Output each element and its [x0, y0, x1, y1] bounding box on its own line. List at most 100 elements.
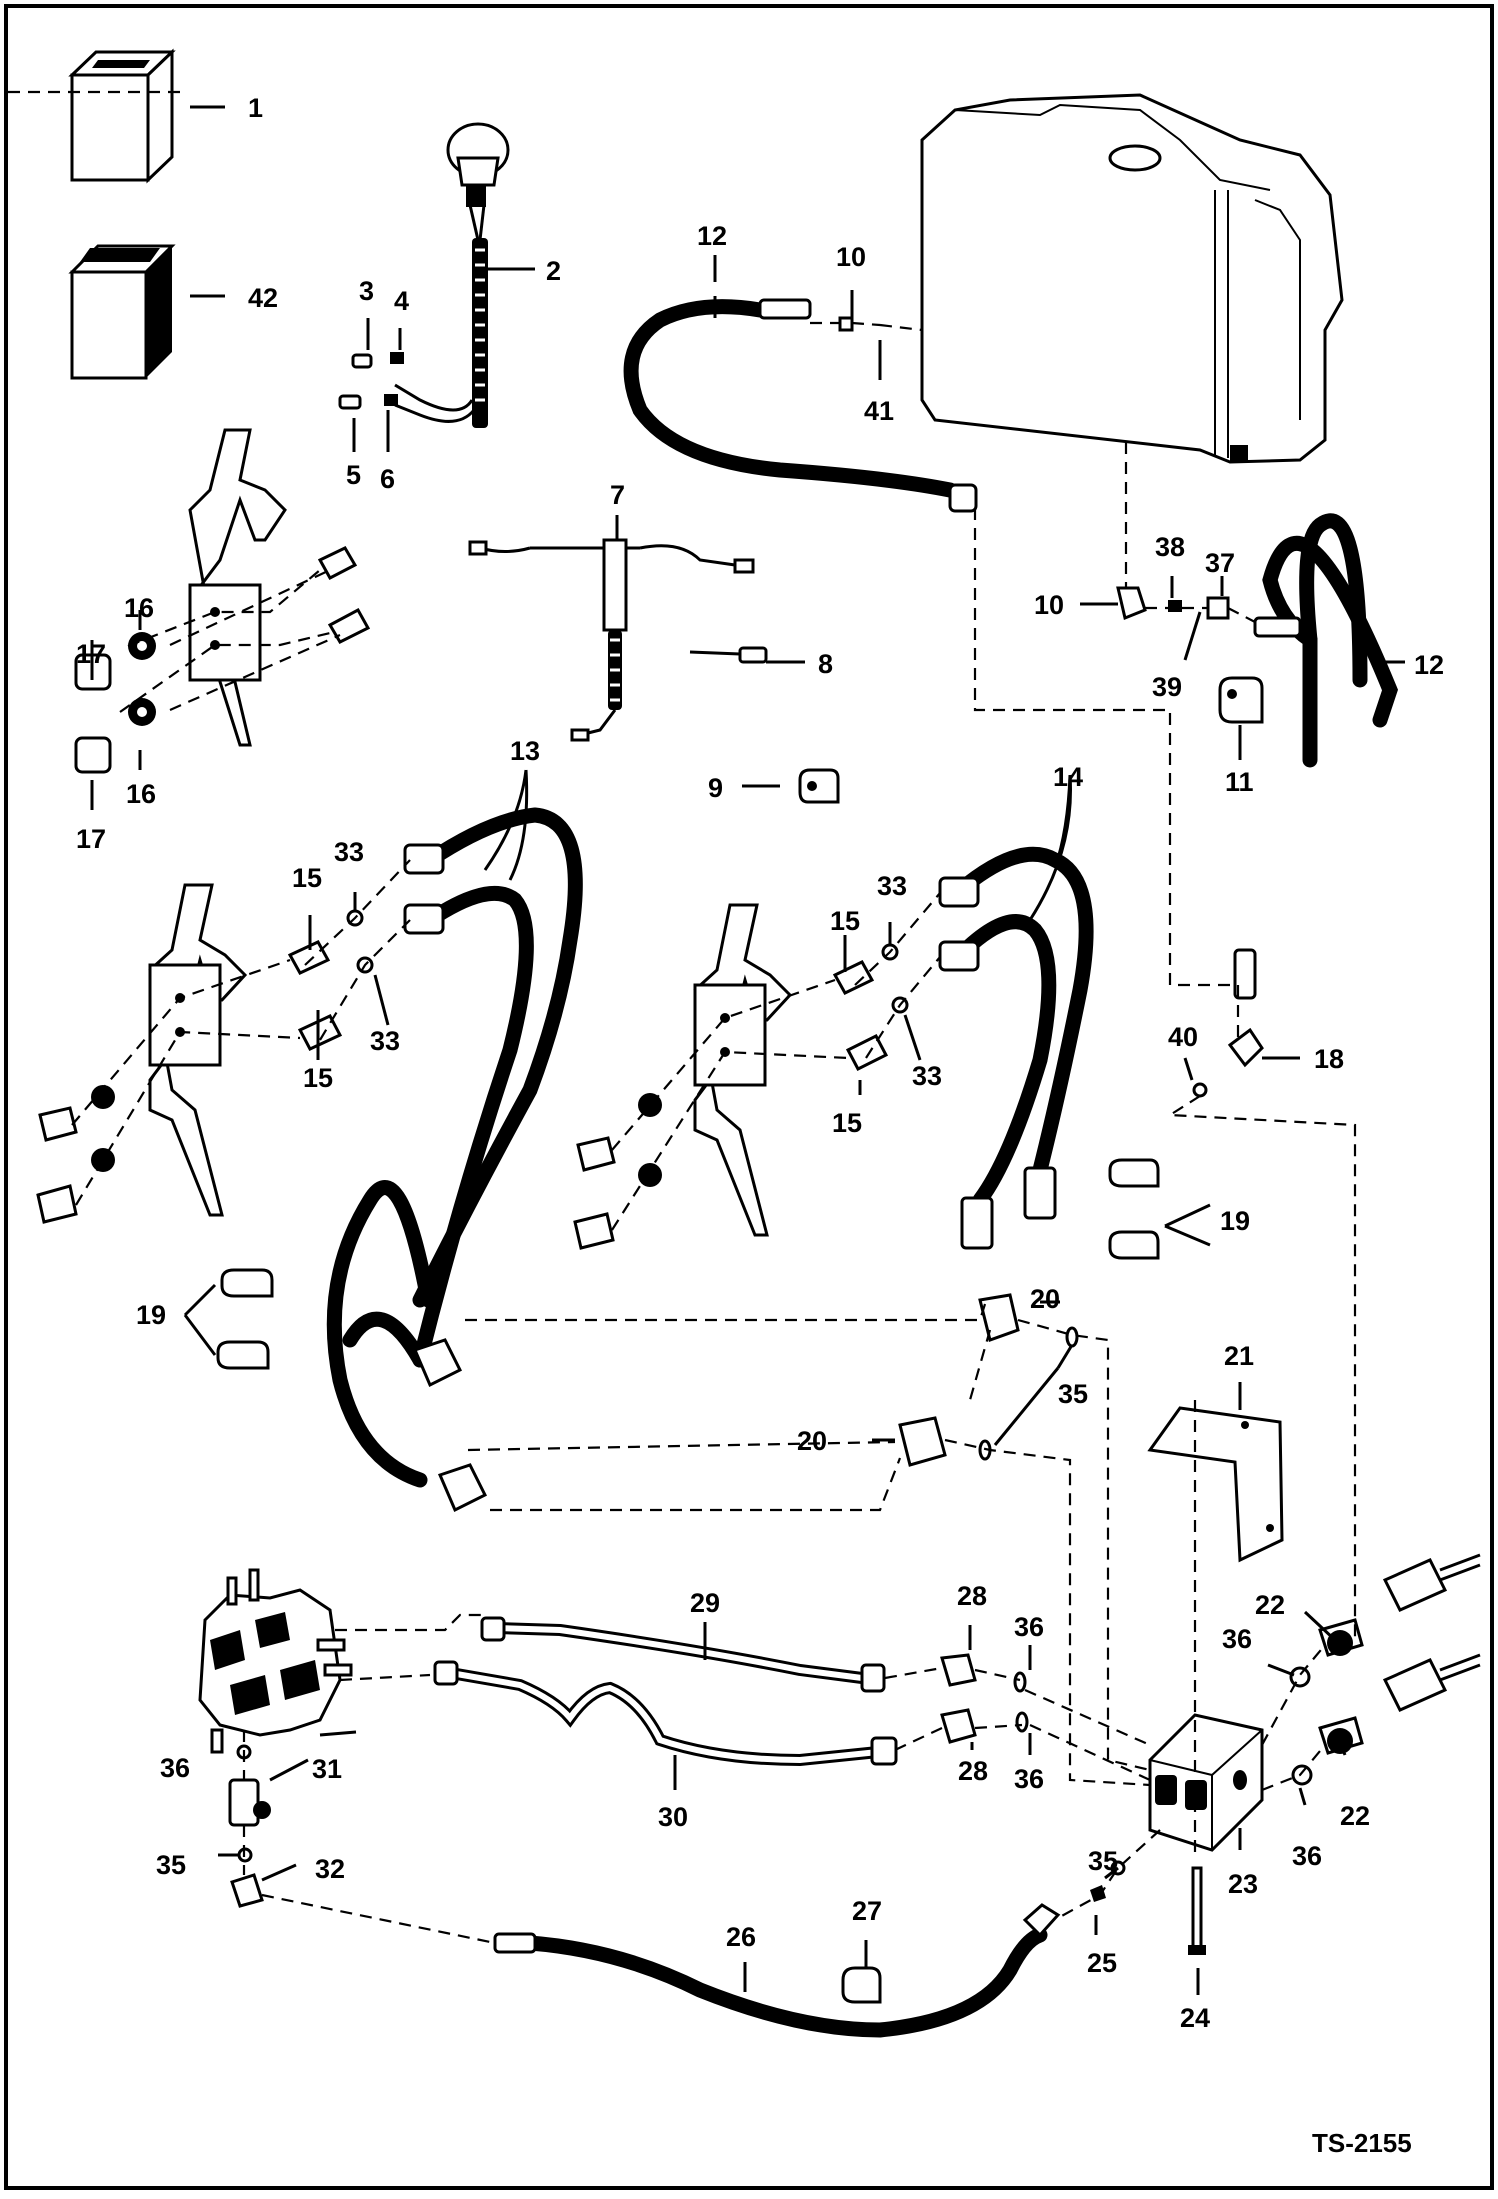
callout-25: 25 [1087, 1948, 1117, 1978]
part-1-decal-pack [68, 48, 176, 184]
bracket-middle-left [148, 883, 248, 1217]
callout-15-c: 15 [830, 906, 860, 936]
part-20-tees [898, 1293, 1020, 1467]
callout-22-top: 22 [1255, 1590, 1285, 1620]
part-32-elbow [230, 1873, 264, 1908]
callout-28-top: 28 [957, 1581, 987, 1611]
callout-36-b: 36 [1014, 1764, 1044, 1794]
callout-20-lower: 20 [797, 1426, 827, 1456]
diagram-border [4, 4, 1494, 2190]
callout-27: 27 [852, 1896, 882, 1926]
callout-11: 11 [1225, 767, 1254, 797]
callout-16-bottom: 16 [126, 779, 156, 809]
callout-22-bottom: 22 [1340, 1801, 1370, 1831]
parts-3-6-terminals [338, 352, 404, 410]
callout-14: 14 [1053, 762, 1083, 792]
part-31-fitting [228, 1778, 271, 1827]
callout-23: 23 [1228, 1869, 1258, 1899]
callout-36-c: 36 [1222, 1624, 1252, 1654]
callout-33-b: 33 [370, 1026, 400, 1056]
part-30-tube [433, 1660, 898, 1767]
part-23-valve-block [1148, 1713, 1264, 1852]
callout-12-right: 12 [1414, 650, 1444, 680]
callout-18: 18 [1314, 1044, 1344, 1074]
callout-19-right: 19 [1220, 1206, 1250, 1236]
callout-29: 29 [690, 1588, 720, 1618]
callout-6: 6 [380, 464, 395, 494]
part-2-switch-harness [394, 122, 510, 428]
callout-leaders [90, 105, 1405, 1995]
part-9-clip [798, 768, 840, 804]
callout-35-top: 35 [1058, 1379, 1088, 1409]
part-11-clip [1218, 676, 1264, 724]
control-valve [198, 1568, 353, 1754]
callout-2: 2 [546, 256, 561, 286]
callout-16-top: 16 [124, 593, 154, 623]
part-19-clips-left [216, 1268, 274, 1370]
part-13-hoses [326, 807, 583, 1513]
callout-10-lower: 10 [1034, 590, 1064, 620]
callout-15-d: 15 [832, 1108, 862, 1138]
part-12-hose-upper [623, 298, 978, 513]
tank-outlet-fittings [838, 316, 1230, 621]
callout-12-top: 12 [697, 221, 727, 251]
callout-40: 40 [1168, 1022, 1198, 1052]
part-42-decal-pack [68, 244, 176, 380]
callout-7: 7 [610, 480, 625, 510]
part-22-fittings [1318, 1553, 1481, 1755]
part-21-bracket [1147, 1406, 1284, 1563]
callout-4: 4 [394, 286, 409, 316]
bracket-middle-center [693, 903, 793, 1237]
callout-30: 30 [658, 1802, 688, 1832]
callout-8: 8 [818, 649, 833, 679]
callout-labels: 1 2 3 4 5 6 7 8 9 10 10 11 12 12 13 14 1… [76, 93, 1444, 2158]
callout-32: 32 [315, 1854, 345, 1884]
part-25-fitting [1090, 1885, 1106, 1902]
callout-21: 21 [1224, 1341, 1254, 1371]
part-18-elbow [1192, 1027, 1264, 1098]
part-26-hose [493, 1903, 1061, 2038]
hydraulic-tank [920, 93, 1344, 464]
callout-5: 5 [346, 460, 361, 490]
part-29-tube [480, 1616, 886, 1693]
connection-lines [1, 90, 1357, 1945]
callout-42: 42 [248, 283, 278, 313]
part-28-fittings [940, 1653, 977, 1744]
part-12-hose-right [1233, 513, 1398, 1000]
part-14-hoses [938, 846, 1094, 1250]
callout-10-top: 10 [836, 242, 866, 272]
drawing-id: TS-2155 [1312, 2128, 1412, 2158]
part-35-orings [237, 1326, 1126, 1876]
part-27-clip [841, 1966, 882, 2004]
callout-13: 13 [510, 736, 540, 766]
bracket-upper-left [188, 428, 287, 747]
callout-36-e: 36 [160, 1753, 190, 1783]
callout-31: 31 [312, 1754, 342, 1784]
callout-35-left: 35 [156, 1850, 186, 1880]
callout-9: 9 [708, 773, 723, 803]
callout-15-a: 15 [292, 863, 322, 893]
callout-19-left: 19 [136, 1300, 166, 1330]
callout-33-d: 33 [912, 1061, 942, 1091]
fittings-upper-left [317, 546, 371, 644]
part-16-nuts [128, 632, 156, 726]
callout-39: 39 [1152, 672, 1182, 702]
callout-37: 37 [1205, 548, 1235, 578]
part-24-bolt [1188, 1866, 1206, 1955]
callout-41: 41 [864, 396, 894, 426]
callout-17-top: 17 [76, 639, 106, 669]
callout-24: 24 [1180, 2003, 1210, 2033]
fittings-middle-left [36, 940, 343, 1224]
callout-36-d: 36 [1292, 1841, 1322, 1871]
part-8-pin [689, 646, 768, 664]
callout-20-top: 20 [1030, 1284, 1060, 1314]
part-36-orings [236, 1666, 1313, 1786]
part-7-t-harness [468, 538, 755, 742]
callout-33-a: 33 [334, 837, 364, 867]
callout-36-a: 36 [1014, 1612, 1044, 1642]
part-19-clips-right [1108, 1158, 1160, 1260]
callout-15-b: 15 [303, 1063, 333, 1093]
callout-38: 38 [1155, 532, 1185, 562]
